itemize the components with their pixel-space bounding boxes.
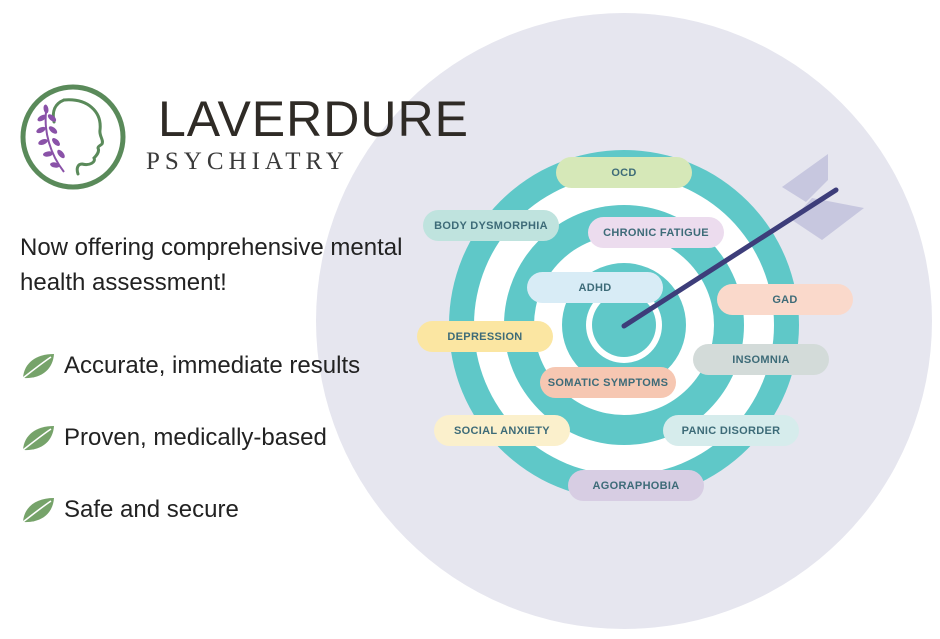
arrow-shaft <box>621 187 839 329</box>
benefit-text: Accurate, immediate results <box>64 352 361 379</box>
label-ocd: OCD <box>556 157 692 188</box>
benefit-item: Proven, medically-based <box>20 420 360 456</box>
label-gad: GAD <box>717 284 853 315</box>
label-adhd: ADHD <box>527 272 663 303</box>
benefit-text: Safe and secure <box>64 496 239 523</box>
brand-name: LAVERDURE <box>158 91 469 147</box>
label-social-anxiety: SOCIAL ANXIETY <box>434 415 570 446</box>
label-depression: DEPRESSION <box>417 321 553 352</box>
arrow-fletching-top <box>782 154 828 202</box>
target-illustration <box>449 150 864 500</box>
logo-badge-icon <box>20 84 126 190</box>
label-panic-disorder: PANIC DISORDER <box>663 415 799 446</box>
benefits-list: Accurate, immediate results Proven, medi… <box>20 348 360 564</box>
benefit-item: Safe and secure <box>20 492 360 528</box>
brand-logo[interactable]: LAVERDURE PSYCHIATRY <box>18 82 488 192</box>
leaf-icon <box>22 498 54 523</box>
brand-subtitle: PSYCHIATRY <box>146 148 349 175</box>
leaf-icon <box>22 354 54 379</box>
label-agoraphobia: AGORAPHOBIA <box>568 470 704 501</box>
headline: Now offering comprehensive mental health… <box>20 234 403 296</box>
benefit-item: Accurate, immediate results <box>20 348 360 384</box>
label-body-dysmorphia: BODY DYSMORPHIA <box>423 210 559 241</box>
arrow-fletching-bottom <box>792 198 864 240</box>
label-chronic-fatigue: CHRONIC FATIGUE <box>588 217 724 248</box>
label-somatic-symptoms: SOMATIC SYMPTOMS <box>540 367 676 398</box>
leaf-icon <box>22 426 54 451</box>
benefit-text: Proven, medically-based <box>64 424 327 451</box>
label-insomnia: INSOMNIA <box>693 344 829 375</box>
